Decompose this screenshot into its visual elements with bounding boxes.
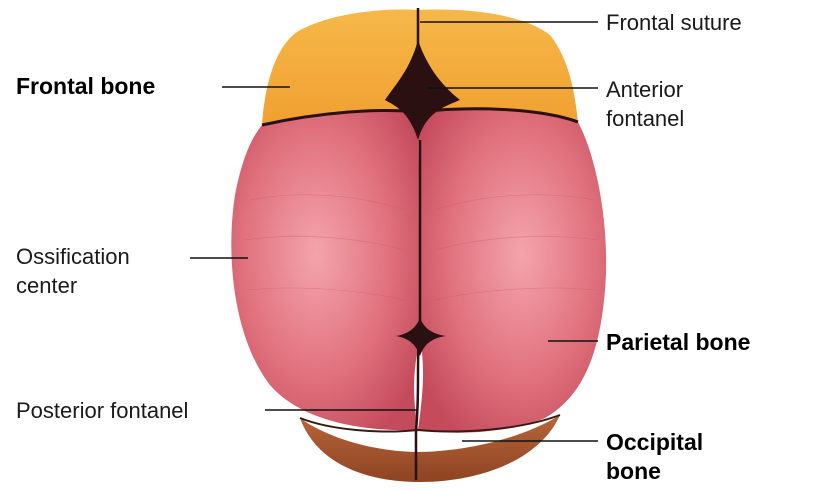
right-parietal-bone-shape	[418, 109, 606, 433]
label-posterior-fontanel: Posterior fontanel	[16, 396, 188, 425]
label-ossification-center-line1: Ossification	[16, 242, 130, 271]
label-ossification-center-line2: center	[16, 271, 130, 300]
left-parietal-bone-shape	[231, 111, 420, 431]
label-parietal-bone: Parietal bone	[606, 328, 750, 357]
label-occipital-bone: Occipital bone	[606, 428, 703, 486]
label-occipital-bone-line1: Occipital	[606, 428, 703, 457]
label-anterior-fontanel-line1: Anterior	[606, 75, 684, 104]
label-frontal-suture: Frontal suture	[606, 8, 742, 37]
label-frontal-bone: Frontal bone	[16, 72, 155, 101]
label-anterior-fontanel: Anterior fontanel	[606, 75, 684, 133]
label-ossification-center: Ossification center	[16, 242, 130, 300]
label-occipital-bone-line2: bone	[606, 457, 703, 486]
label-anterior-fontanel-line2: fontanel	[606, 104, 684, 133]
